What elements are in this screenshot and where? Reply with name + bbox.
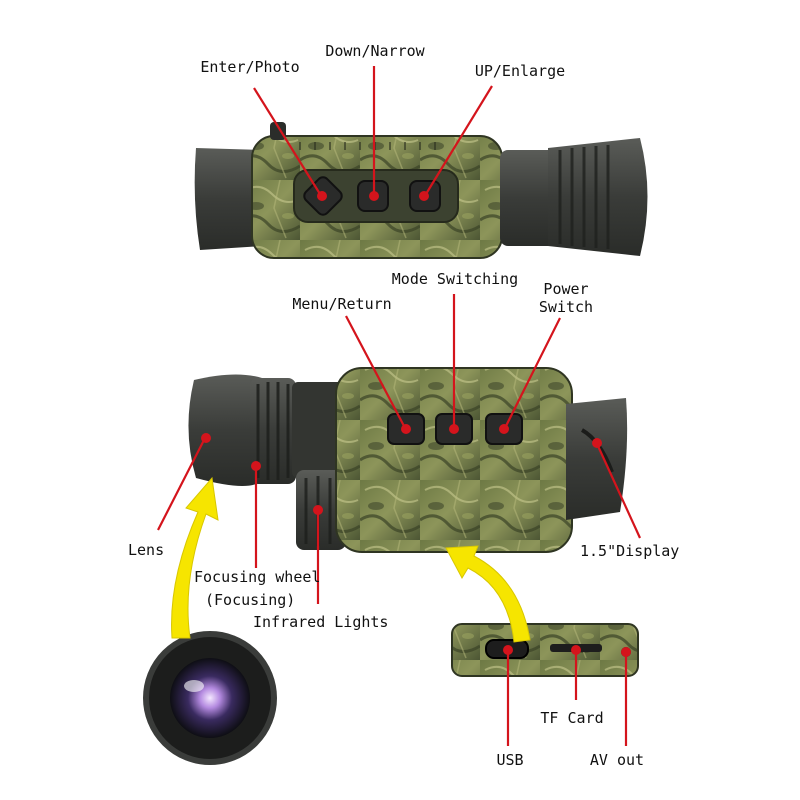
label-infrared-lights: Infrared Lights xyxy=(253,613,389,631)
port-highlight-arrow xyxy=(445,545,531,643)
label-lens: Lens xyxy=(128,541,165,559)
yellow-arrows xyxy=(171,476,531,643)
lens-highlight-arrow xyxy=(171,476,219,639)
top-device-view xyxy=(194,122,648,259)
label-display: 1.5"Display xyxy=(580,542,680,560)
label-power-switch-line2: Switch xyxy=(538,298,594,316)
top-eyecup xyxy=(194,148,262,250)
label-usb: USB xyxy=(496,751,524,769)
label-tf-card: TF Card xyxy=(540,709,604,727)
pointer-enter-photo xyxy=(253,87,321,195)
label-menu-return: Menu/Return xyxy=(292,295,392,313)
pointer-lines xyxy=(157,66,642,746)
lens-glass xyxy=(170,658,250,738)
pointer-display xyxy=(596,445,642,539)
pointer-menu-return xyxy=(345,315,405,427)
pointer-power-switch xyxy=(505,317,561,427)
label-up-enlarge: UP/Enlarge xyxy=(474,62,566,80)
label-mode-switching: Mode Switching xyxy=(391,270,519,288)
label-av-out: AV out xyxy=(589,751,645,769)
port-strip xyxy=(451,623,639,677)
middle-device-view xyxy=(188,367,628,553)
label-down-narrow: Down/Narrow xyxy=(325,42,425,60)
label-focusing-wheel-line1: Focusing wheel xyxy=(194,568,321,586)
label-focusing-wheel-line2: (Focusing) xyxy=(205,591,296,609)
port-strip-view xyxy=(451,623,639,677)
pointer-lens xyxy=(157,439,205,531)
lens-closeup xyxy=(143,631,277,765)
top-lens-barrel xyxy=(548,138,648,256)
display-hood xyxy=(566,398,628,520)
eyepiece xyxy=(188,374,262,486)
label-enter-photo: Enter/Photo xyxy=(200,58,300,76)
pointer-up-enlarge xyxy=(425,85,493,195)
label-power-switch-line1: Power xyxy=(543,280,589,298)
focusing-wheel[interactable] xyxy=(250,378,296,484)
